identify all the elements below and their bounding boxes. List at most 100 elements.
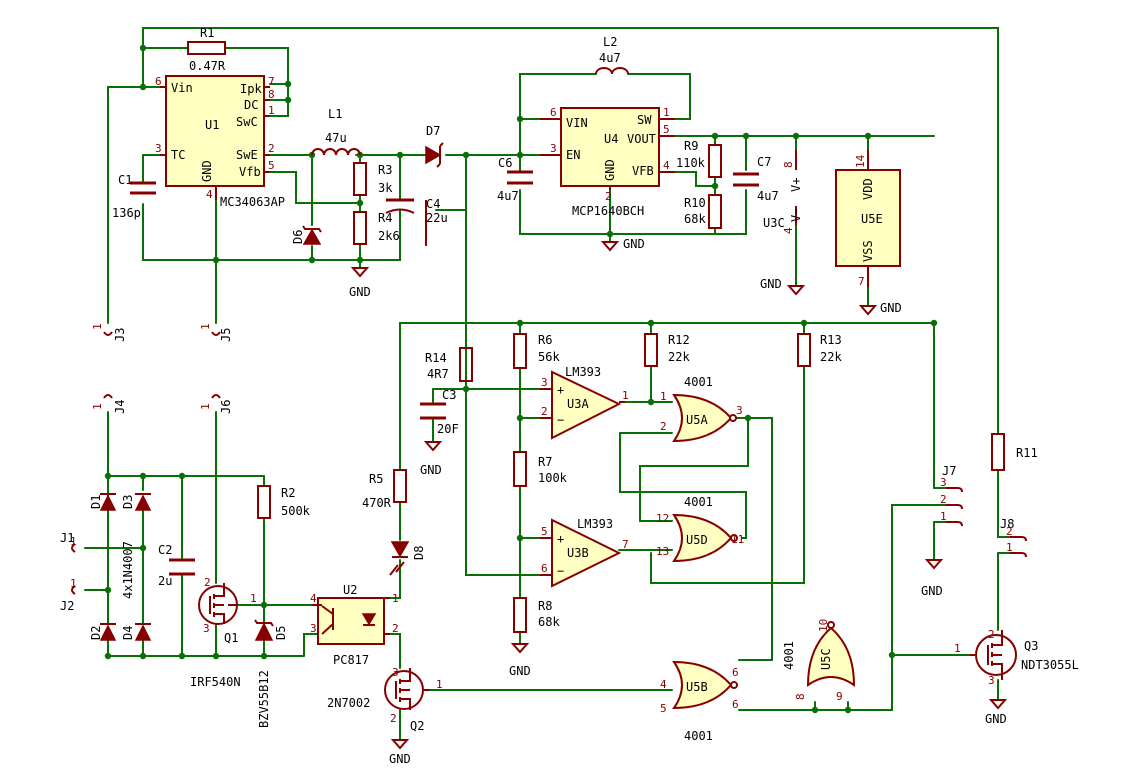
svg-text:20F: 20F <box>437 422 459 436</box>
svg-text:U5A: U5A <box>686 413 708 427</box>
svg-text:6: 6 <box>155 75 162 88</box>
r14-resistor: R14 4R7 <box>425 347 473 382</box>
svg-text:3: 3 <box>550 142 557 155</box>
svg-text:L1: L1 <box>328 107 342 121</box>
svg-text:LM393: LM393 <box>565 365 601 379</box>
c7-capacitor: C7 4u7 <box>733 155 779 203</box>
svg-text:GND: GND <box>509 664 531 678</box>
svg-text:1: 1 <box>70 577 77 590</box>
d6-zener: D6 <box>291 225 322 245</box>
svg-text:4u7: 4u7 <box>497 189 519 203</box>
u1-pin-dc: DC <box>244 98 258 112</box>
svg-text:2k6: 2k6 <box>378 229 400 243</box>
svg-text:3: 3 <box>736 404 743 417</box>
svg-text:C6: C6 <box>498 156 512 170</box>
svg-text:6: 6 <box>732 698 739 711</box>
svg-text:U3B: U3B <box>567 546 589 560</box>
r8-resistor: R8 68k <box>513 597 560 633</box>
wires <box>84 27 1011 741</box>
svg-text:5: 5 <box>660 702 667 715</box>
svg-text:R3: R3 <box>378 163 392 177</box>
d8-led: D8 <box>389 541 426 576</box>
svg-text:D6: D6 <box>291 230 305 244</box>
svg-text:4R7: 4R7 <box>427 367 449 381</box>
svg-text:2: 2 <box>392 622 399 635</box>
svg-text:J1: J1 <box>60 531 74 545</box>
svg-text:1: 1 <box>70 535 77 548</box>
connectors-top: 1 J3 1 J5 1 J4 1 J6 J11 J21 <box>60 323 233 613</box>
svg-text:10: 10 <box>817 619 830 632</box>
svg-text:J8: J8 <box>1000 517 1014 531</box>
svg-text:14: 14 <box>854 154 867 168</box>
svg-text:R5: R5 <box>369 472 383 486</box>
u5d-nor-gate: U5D 4001 12 13 11 <box>656 495 744 563</box>
l2-inductor: L2 4u7 <box>595 35 629 75</box>
r10-resistor: R10 68k <box>684 194 722 229</box>
svg-text:3: 3 <box>392 666 399 679</box>
u3a-comparator: + − U3A LM393 3 2 1 <box>540 365 629 440</box>
svg-text:2: 2 <box>390 712 397 725</box>
svg-text:D3: D3 <box>121 495 135 509</box>
svg-text:0.47R: 0.47R <box>189 59 226 73</box>
r6-resistor: R6 56k <box>513 333 560 369</box>
svg-text:1: 1 <box>91 323 104 330</box>
u1-pin-ipk: Ipk <box>240 82 262 96</box>
u5c-nor-gate: U5C 4001 8 9 10 <box>782 619 856 703</box>
svg-text:U5B: U5B <box>686 680 708 694</box>
svg-text:110k: 110k <box>676 156 706 170</box>
svg-text:1: 1 <box>436 678 443 691</box>
u3c-power-unit: 8 4 V+ V- U3C <box>763 150 803 234</box>
svg-text:NDT3055L: NDT3055L <box>1021 658 1079 672</box>
u5a-nor-gate: U5A 4001 1 2 3 <box>660 375 743 443</box>
svg-text:13: 13 <box>656 545 669 558</box>
u5b-nor-gate: U5B 4001 4 5 6 6 <box>660 660 739 743</box>
svg-text:D4: D4 <box>121 626 135 640</box>
svg-text:R4: R4 <box>378 211 392 225</box>
svg-text:R7: R7 <box>538 455 552 469</box>
d7-diode: D7 <box>425 124 444 168</box>
l1-inductor: L1 47u <box>311 107 361 156</box>
r1-resistor: R1 0.47R <box>187 26 226 73</box>
u1-pin-vfb: Vfb <box>239 165 261 179</box>
svg-text:500k: 500k <box>281 504 311 518</box>
svg-text:3: 3 <box>310 622 317 635</box>
r11-resistor: R11 <box>991 433 1038 471</box>
svg-text:GND: GND <box>623 237 645 251</box>
svg-text:4001: 4001 <box>782 641 796 670</box>
svg-text:1: 1 <box>622 389 629 402</box>
svg-text:D5: D5 <box>274 626 288 640</box>
svg-text:GND: GND <box>389 752 411 766</box>
svg-text:1: 1 <box>660 390 667 403</box>
svg-text:J5: J5 <box>219 328 233 342</box>
svg-text:D1: D1 <box>89 495 103 509</box>
svg-text:3k: 3k <box>378 181 393 195</box>
svg-text:1: 1 <box>250 592 257 605</box>
svg-text:3: 3 <box>155 142 162 155</box>
svg-text:2: 2 <box>940 493 947 506</box>
svg-text:+: + <box>557 532 564 546</box>
svg-text:3: 3 <box>988 674 995 687</box>
c4-capacitor: C4 22u <box>385 197 448 246</box>
svg-text:C1: C1 <box>118 173 132 187</box>
svg-text:J2: J2 <box>60 599 74 613</box>
svg-text:4u7: 4u7 <box>757 189 779 203</box>
svg-text:8: 8 <box>794 693 807 700</box>
c1-capacitor: C1 136p <box>112 173 156 220</box>
svg-text:IRF540N: IRF540N <box>190 675 241 689</box>
u5e-power-unit: VDD VSS U5E 14 7 <box>835 150 901 288</box>
svg-text:2: 2 <box>204 576 211 589</box>
svg-text:U2: U2 <box>343 583 357 597</box>
svg-text:3: 3 <box>203 622 210 635</box>
svg-text:1: 1 <box>663 106 670 119</box>
svg-text:V-: V- <box>789 208 803 222</box>
svg-text:6: 6 <box>541 562 548 575</box>
svg-text:9: 9 <box>836 690 843 703</box>
svg-text:C4: C4 <box>426 197 440 211</box>
svg-text:2: 2 <box>660 420 667 433</box>
svg-text:22k: 22k <box>668 350 690 364</box>
svg-text:1: 1 <box>1006 541 1013 554</box>
svg-text:1: 1 <box>268 104 275 117</box>
svg-text:R8: R8 <box>538 599 552 613</box>
svg-text:GND: GND <box>880 301 902 315</box>
